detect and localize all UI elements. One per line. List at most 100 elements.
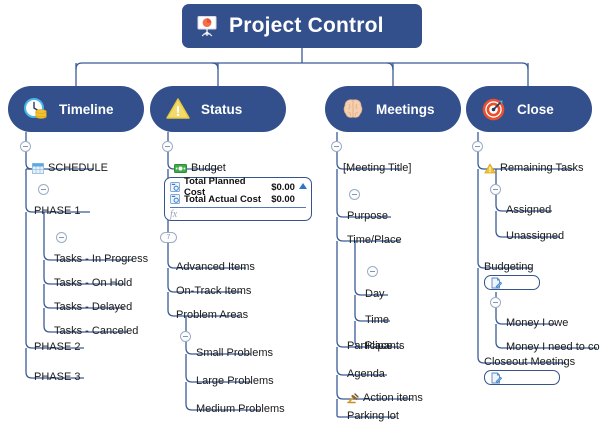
topic-participants[interactable]: Participants xyxy=(345,339,404,354)
branch-label-timeline: Timeline xyxy=(59,101,114,117)
cost-row-planned[interactable]: Total Planned Cost $0.00 xyxy=(170,176,306,198)
topic-task-in-progress[interactable]: Tasks - In Progress xyxy=(52,252,148,267)
collapse-toggle-remaining-tasks[interactable] xyxy=(490,184,501,195)
collapse-toggle-budget[interactable]: 7 xyxy=(160,232,177,243)
topic-label: Advanced Items xyxy=(176,261,255,273)
collapse-toggle-close[interactable] xyxy=(472,141,483,152)
topic-label: Tasks - Canceled xyxy=(54,325,139,337)
topic-label: On-Track Items xyxy=(176,285,252,297)
topic-phase-1[interactable]: PHASE 1 xyxy=(32,204,80,219)
topic-label: Money I need to collect xyxy=(506,341,600,353)
warning-triangle-icon xyxy=(164,95,192,123)
topic-label: Purpose xyxy=(347,210,388,222)
root-label: Project Control xyxy=(229,14,384,37)
topic-remaining-tasks[interactable]: Remaining Tasks xyxy=(482,161,584,176)
topic-label: PHASE 3 xyxy=(34,371,81,383)
topic-large-problems[interactable]: Large Problems xyxy=(194,374,274,389)
branch-node-close[interactable]: Close xyxy=(466,86,592,132)
topic-day[interactable]: Day xyxy=(363,287,385,302)
collapse-toggle-phase-1[interactable] xyxy=(56,232,67,243)
cost-row-label: Total Planned Cost xyxy=(184,176,246,198)
topic-label: Problem Areas xyxy=(176,309,249,321)
topic-label: Tasks - In Progress xyxy=(54,253,149,265)
topic-phase-2[interactable]: PHASE 2 xyxy=(32,340,80,355)
topic-task-canceled[interactable]: Tasks - Canceled xyxy=(52,324,138,339)
topic-label: Remaining Tasks xyxy=(500,162,584,174)
warning-triangle-icon xyxy=(484,163,496,174)
topic-label: SCHEDULE xyxy=(48,162,108,174)
topic-time[interactable]: Time xyxy=(363,313,389,328)
budgeting-note-box[interactable] xyxy=(484,275,540,290)
topic-label: Action items xyxy=(363,392,423,404)
closeout-note-box[interactable] xyxy=(484,370,560,385)
topic-label: Small Problems xyxy=(196,347,274,359)
topic-action-items[interactable]: Action items xyxy=(345,391,423,406)
branch-node-status[interactable]: Status xyxy=(150,86,286,132)
root-node[interactable]: Project Control xyxy=(182,4,422,48)
topic-money-to-collect[interactable]: Money I need to collect xyxy=(504,340,600,355)
topic-unassigned[interactable]: Unassigned xyxy=(504,229,564,244)
collapse-toggle-meeting-title[interactable] xyxy=(349,189,360,200)
topic-schedule[interactable]: SCHEDULE xyxy=(30,161,108,176)
collapse-toggle-schedule[interactable] xyxy=(38,184,49,195)
presentation-chart-icon xyxy=(194,13,220,39)
brain-icon xyxy=(339,95,367,123)
formula-input[interactable]: fx xyxy=(170,207,306,220)
collapse-toggle-budgeting[interactable] xyxy=(490,297,501,308)
branch-label-meetings: Meetings xyxy=(376,101,435,117)
money-icon xyxy=(174,164,187,173)
topic-on-track-items[interactable]: On-Track Items xyxy=(174,284,251,299)
topic-label: Budgeting xyxy=(484,261,534,273)
topic-label: Closeout Meetings xyxy=(484,356,576,368)
cost-row-actual[interactable]: Total Actual Cost $0.00 xyxy=(170,193,306,205)
topic-place[interactable]: Place xyxy=(363,339,393,354)
topic-label: Agenda xyxy=(347,368,385,380)
topic-money-i-owe[interactable]: Money I owe xyxy=(504,316,568,331)
branch-node-timeline[interactable]: Timeline xyxy=(8,86,144,132)
calc-gear-icon xyxy=(170,194,180,204)
collapse-toggle-meetings[interactable] xyxy=(331,141,342,152)
collapse-toggle-problem-areas[interactable] xyxy=(180,331,191,342)
topic-label: Large Problems xyxy=(196,375,274,387)
collapse-toggle-status[interactable] xyxy=(162,141,173,152)
topic-label: Place xyxy=(365,340,393,352)
topic-advanced-items[interactable]: Advanced Items xyxy=(174,260,255,275)
topic-label: Time/Place xyxy=(347,234,402,246)
topic-medium-problems[interactable]: Medium Problems xyxy=(194,402,285,417)
topic-label: Time xyxy=(365,314,390,326)
topic-closeout-meetings[interactable]: Closeout Meetings xyxy=(482,355,575,370)
clock-coins-icon xyxy=(22,95,50,123)
topic-agenda[interactable]: Agenda xyxy=(345,367,385,382)
topic-purpose[interactable]: Purpose xyxy=(345,209,388,224)
branch-node-meetings[interactable]: Meetings xyxy=(325,86,461,132)
collapse-toggle-timeline[interactable] xyxy=(20,141,31,152)
topic-phase-3[interactable]: PHASE 3 xyxy=(32,370,80,385)
collapse-toggle-time-place[interactable] xyxy=(367,266,378,277)
note-edit-icon xyxy=(490,277,503,289)
cost-row-value: $0.00 xyxy=(271,193,295,205)
cost-row-label: Total Actual Cost xyxy=(184,193,262,205)
topic-label: Day xyxy=(365,288,385,300)
topic-budgeting[interactable]: Budgeting xyxy=(482,260,534,275)
branch-label-status: Status xyxy=(201,101,243,117)
topic-assigned[interactable]: Assigned xyxy=(504,203,551,218)
topic-label: Tasks - Delayed xyxy=(54,301,133,313)
topic-budget[interactable]: Budget xyxy=(172,161,226,176)
note-edit-icon xyxy=(490,372,503,384)
topic-task-on-hold[interactable]: Tasks - On Hold xyxy=(52,276,132,291)
topic-label: Budget xyxy=(191,162,226,174)
topic-problem-areas[interactable]: Problem Areas xyxy=(174,308,248,323)
collapse-up-arrow-icon[interactable] xyxy=(299,183,307,189)
topic-meeting-title[interactable]: [Meeting Title] xyxy=(341,161,411,176)
topic-parking-lot[interactable]: Parking lot xyxy=(345,409,399,424)
topic-small-problems[interactable]: Small Problems xyxy=(194,346,273,361)
topic-label: Parking lot xyxy=(347,410,399,422)
topic-task-delayed[interactable]: Tasks - Delayed xyxy=(52,300,132,315)
branch-label-close: Close xyxy=(517,101,554,117)
cost-summary-panel[interactable]: Total Planned Cost $0.00 Total Actual Co… xyxy=(164,176,312,221)
topic-label: PHASE 2 xyxy=(34,341,81,353)
topic-label: Unassigned xyxy=(506,230,565,242)
target-arrow-icon xyxy=(480,95,508,123)
topic-time-place[interactable]: Time/Place xyxy=(345,233,402,248)
